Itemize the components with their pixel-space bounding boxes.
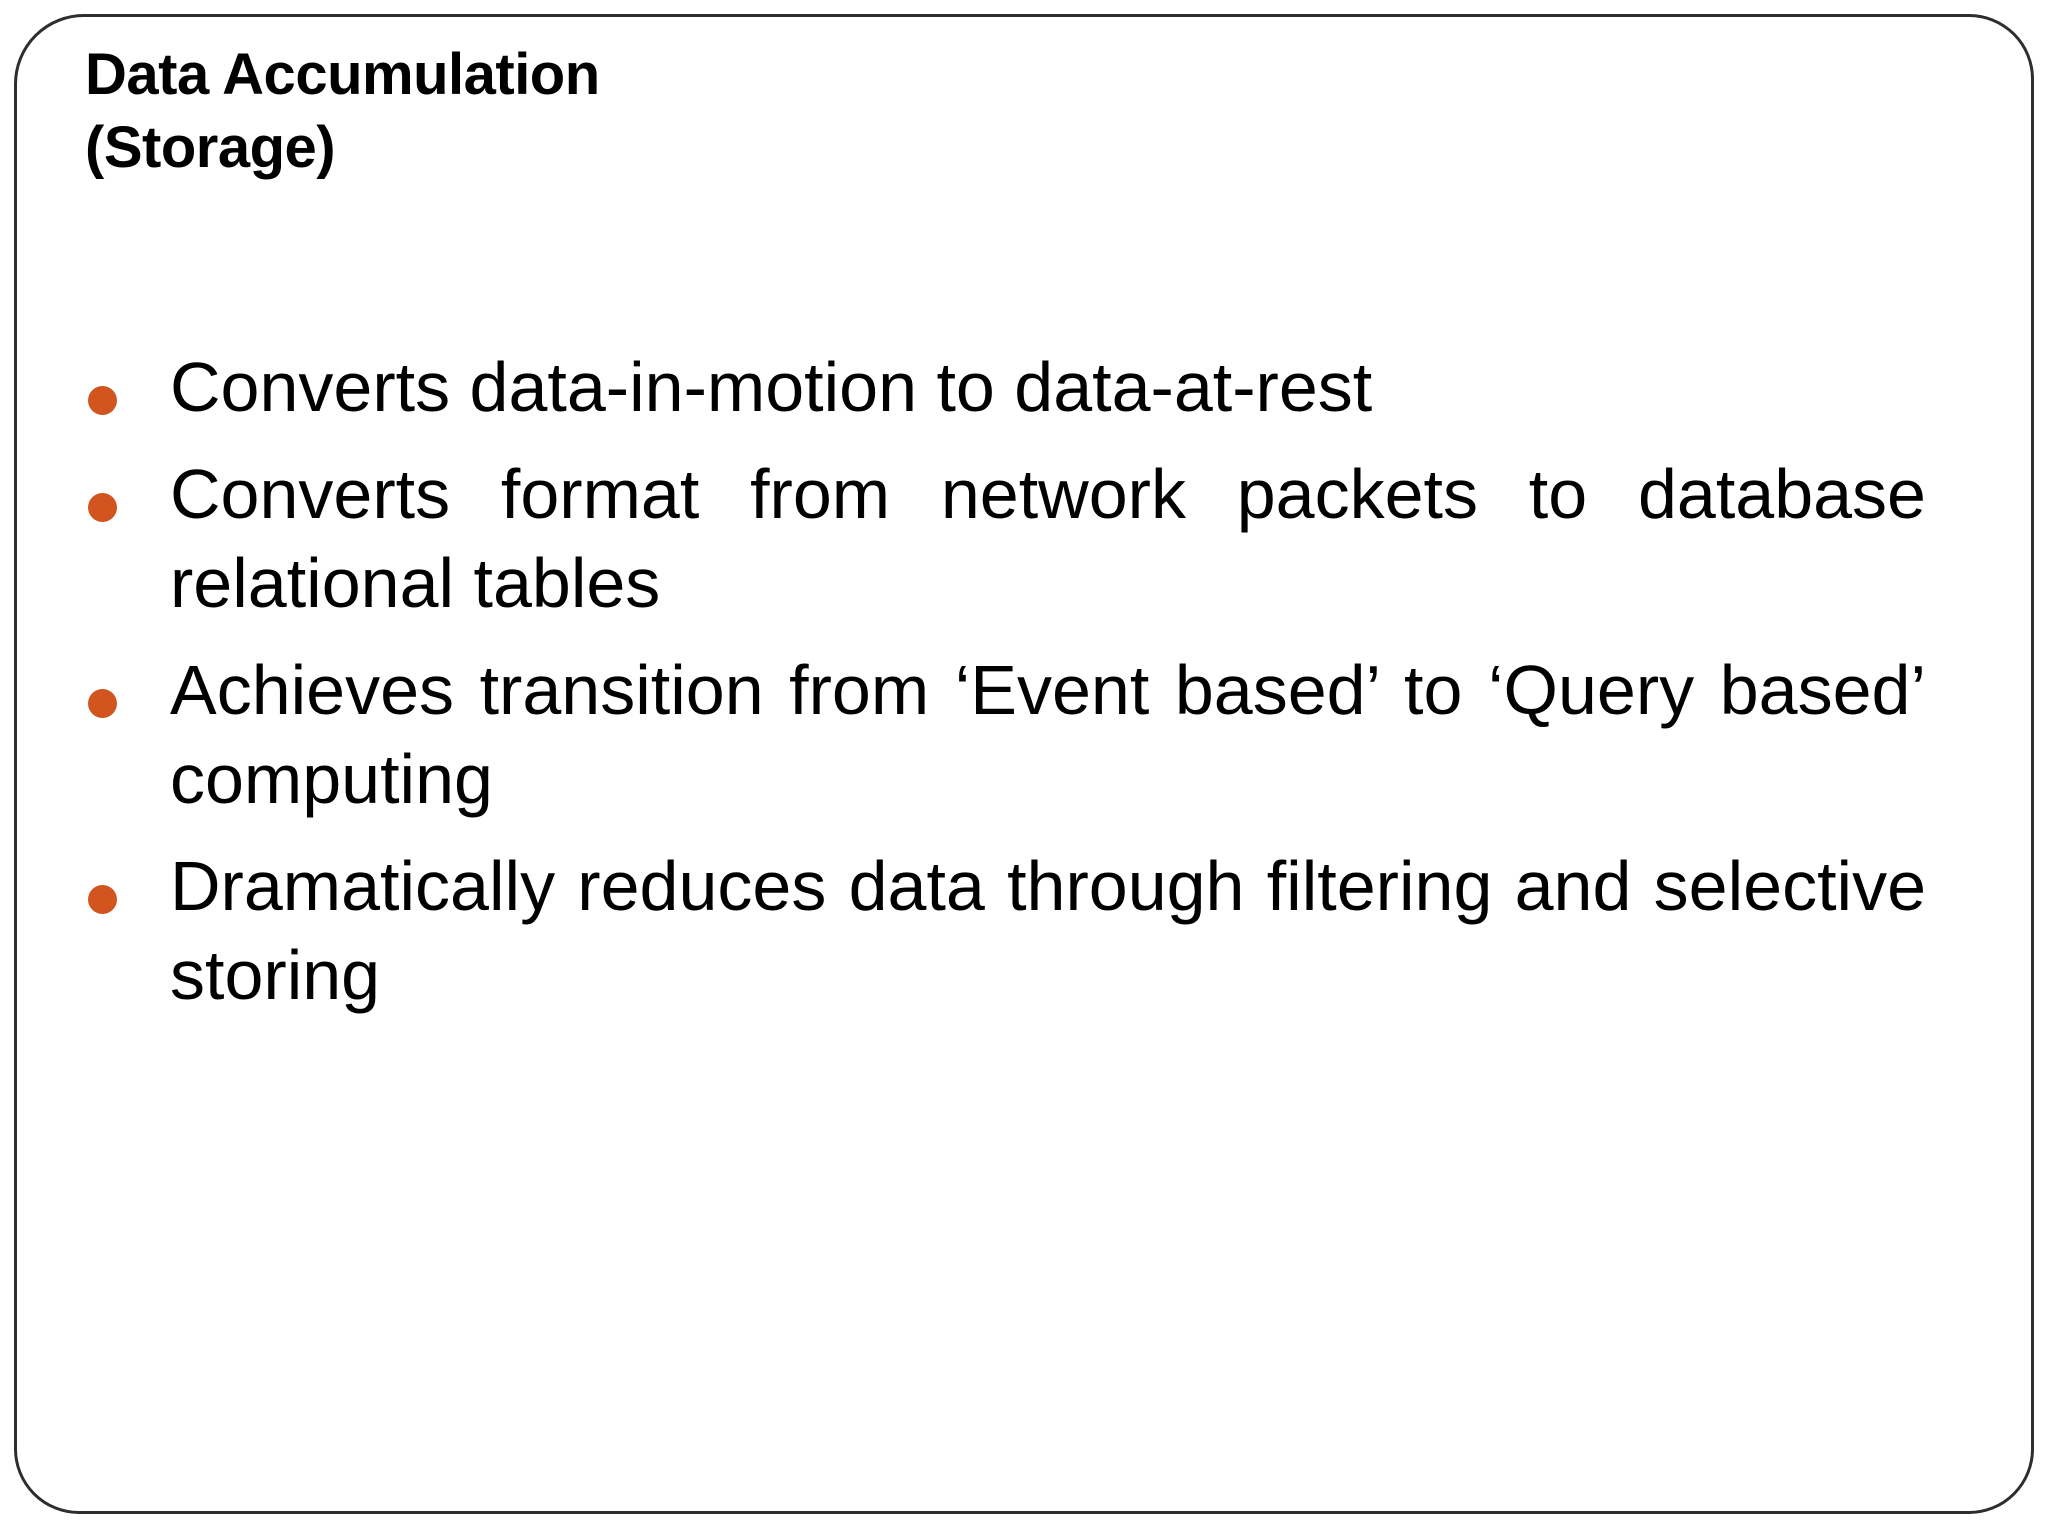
- slide-title-line2: (Storage): [85, 115, 336, 180]
- bullet-dot-icon: [88, 689, 117, 718]
- bullet-dot-icon: [88, 493, 117, 522]
- bullet-item: Converts data-in-motion to data-at-rest: [88, 343, 1926, 432]
- bullet-list: Converts data-in-motion to data-at-rest …: [88, 343, 1926, 1020]
- bullet-dot-icon: [88, 386, 117, 415]
- slide-title-line1: Data Accumulation: [85, 42, 600, 107]
- bullet-item: Converts format from network packets to …: [88, 450, 1926, 628]
- bullet-text: Achieves transition from ‘Event based’ t…: [170, 651, 1926, 818]
- bullet-text: Converts data-in-motion to data-at-rest: [170, 348, 1373, 426]
- bullet-item: Achieves transition from ‘Event based’ t…: [88, 646, 1926, 824]
- bullet-text: Converts format from network packets to …: [170, 455, 1926, 622]
- bullet-dot-icon: [88, 885, 117, 914]
- bullet-text: Dramatically reduces data through filter…: [170, 847, 1926, 1014]
- bullet-item: Dramatically reduces data through filter…: [88, 842, 1926, 1020]
- slide-frame: [14, 14, 2034, 1514]
- slide-title: Data Accumulation (Storage): [85, 38, 600, 184]
